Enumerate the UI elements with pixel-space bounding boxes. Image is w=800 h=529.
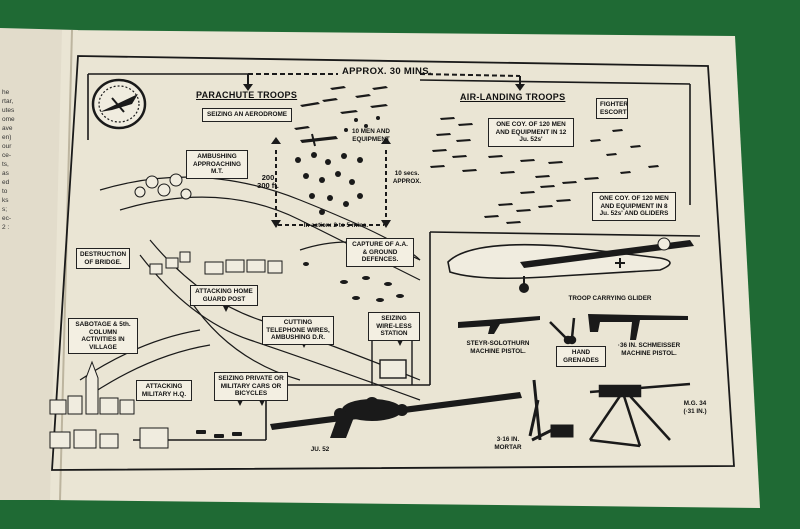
caption-grenades: HAND GRENADES: [556, 346, 606, 367]
left-page-fragment: utes: [2, 107, 15, 114]
left-page-fragment: to: [2, 188, 8, 195]
label-attacking-home-guard: ATTACKING HOME GUARD POST: [190, 285, 258, 306]
trees-icon: [134, 173, 192, 200]
left-page-fragment: s;: [2, 206, 8, 213]
label-seizing-wireless: SEIZING WIRE-LESS STATION: [368, 312, 420, 341]
text-ten-secs: 10 secs. APPROX.: [392, 170, 422, 185]
label-seizing-aerodrome: SEIZING AN AERODROME: [202, 108, 292, 122]
label-coy-gliders: ONE COY. OF 120 MEN AND EQUIPMENT IN 8 J…: [592, 192, 676, 221]
left-page-fragment: our: [2, 143, 12, 150]
page-fold: [59, 29, 73, 501]
left-page-fragment: 2 :: [2, 224, 10, 231]
caption-schmeisser: ·36 IN. SCHMEISSER MACHINE PISTOL.: [617, 342, 681, 357]
label-seizing-cars: SEIZING PRIVATE OR MILITARY CARS OR BICY…: [214, 372, 288, 401]
label-destruction-bridge: DESTRUCTION OF BRIDGE.: [76, 248, 130, 269]
village-icon: [49, 360, 169, 449]
parachutes-icon: [295, 116, 380, 215]
glider-icon: [447, 237, 694, 293]
ju52-aircraft-icon: [270, 392, 522, 438]
left-page-fragment: en): [2, 134, 12, 141]
text-in-action: In action: 2 to 5 mins.: [303, 222, 369, 229]
left-page-fragment: he: [2, 89, 10, 96]
label-fighter-escort: FIGHTER ESCORT: [596, 98, 628, 119]
time-header: APPROX. 30 MINS.: [342, 66, 432, 77]
label-cutting-wires: CUTTING TELEPHONE WIRES, AMBUSHING D.R.: [262, 316, 334, 345]
left-page-fragment: ce-: [2, 152, 12, 159]
mg34-icon: [588, 382, 691, 448]
left-page-fragment: ts,: [2, 161, 9, 168]
caption-glider: TROOP CARRYING GLIDER: [568, 295, 652, 302]
text-height: 200 300 ft.: [257, 173, 279, 190]
wireless-station-icon: [371, 338, 413, 385]
cars-icon: [196, 430, 242, 438]
paratrooper-emblem-icon: [91, 78, 147, 130]
caption-mortar: 3·16 IN. MORTAR: [494, 436, 522, 451]
left-page-fragment: rtar,: [2, 98, 14, 105]
caption-steyr: STEYR-SOLOTHURN MACHINE PISTOL.: [466, 340, 530, 355]
left-page-fragment: ed: [2, 179, 10, 186]
steyr-pistol-icon: [458, 316, 540, 334]
text-ten-men: 10 MEN AND EQUIPMENT: [352, 128, 390, 143]
caption-mg34: M.G. 34 (·31 IN.): [683, 400, 707, 415]
left-page-fragment: ks: [2, 197, 9, 204]
hangars-icon: [149, 251, 283, 275]
left-page-fragment: ec-: [2, 215, 12, 222]
schmeisser-pistol-icon: [588, 314, 688, 340]
label-sabotage: SABOTAGE & 5th. COLUMN ACTIVITIES IN VIL…: [68, 318, 138, 354]
left-page-fragment: ome: [2, 116, 15, 123]
diagram-frame: [51, 55, 735, 471]
label-ambushing-mt: AMBUSHING APPROACHING M.T.: [186, 150, 248, 179]
ground-defences-icon: [303, 262, 404, 302]
grenades-icon: [549, 317, 577, 345]
section-airlanding-troops: AIR-LANDING TROOPS: [460, 92, 566, 102]
ju52-formation-icon: [294, 86, 388, 147]
label-coy-ju52: ONE COY. OF 120 MEN AND EQUIPMENT IN 12 …: [488, 118, 574, 147]
airlanding-formation-icon: [430, 117, 659, 224]
left-page-fragment: as: [2, 170, 9, 177]
left-page-fragment: ave: [2, 125, 13, 132]
section-parachute-troops: PARACHUTE TROOPS: [196, 90, 298, 100]
caption-ju52: JU. 52: [310, 446, 330, 453]
label-attacking-hq: ATTACKING MILITARY H.Q.: [136, 380, 192, 401]
label-capture-aa: CAPTURE OF A.A. & GROUND DEFENCES.: [346, 238, 414, 267]
mortar-icon: [528, 379, 574, 442]
